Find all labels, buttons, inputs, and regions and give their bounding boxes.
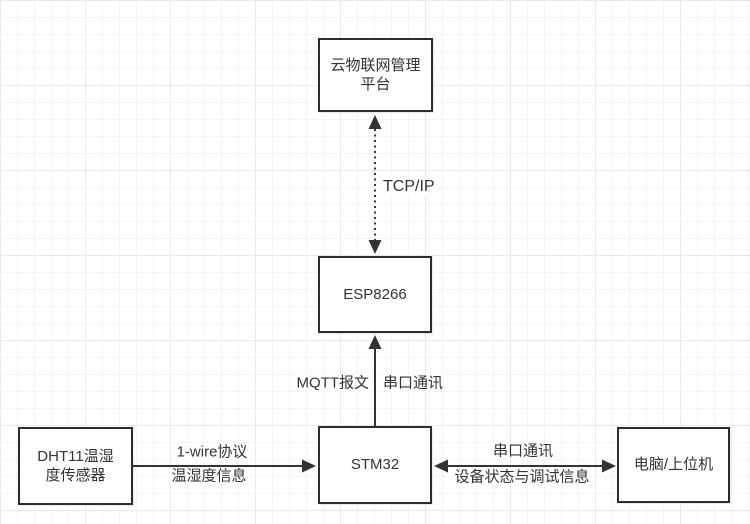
edge-label-mqtt: MQTT报文	[294, 374, 371, 392]
edge-label-device-status: 设备状态与调试信息	[452, 468, 592, 486]
node-pc-host-label: 电脑/上位机	[633, 456, 714, 474]
node-stm32: STM32	[318, 426, 432, 504]
node-esp8266-label: ESP8266	[343, 285, 407, 303]
arrowhead-up-icon	[368, 115, 382, 129]
edge-cloud-esp8266	[368, 115, 382, 254]
edge-label-tcpip: TCP/IP	[381, 177, 437, 197]
edge-label-serial-up: 串口通讯	[381, 374, 446, 392]
node-pc-host: 电脑/上位机	[617, 427, 730, 503]
edge-dht11-stm32	[133, 459, 316, 473]
node-esp8266: ESP8266	[318, 256, 432, 333]
arrowhead-right-icon	[602, 459, 616, 473]
edge-label-1wire: 1-wire协议	[174, 443, 250, 461]
node-stm32-label: STM32	[350, 456, 400, 474]
arrowhead-left-icon	[434, 459, 448, 473]
arrowhead-right-icon	[302, 459, 316, 473]
arrowhead-down-icon	[368, 240, 382, 254]
node-dht11-sensor-label: DHT11温湿 度传感器	[37, 447, 114, 485]
node-cloud-platform: 云物联网管理 平台	[318, 38, 433, 112]
edge-stm32-pc	[434, 459, 616, 473]
arrowhead-up-icon	[368, 335, 382, 349]
edge-label-humidity-info: 温湿度信息	[169, 467, 249, 485]
node-cloud-platform-label: 云物联网管理 平台	[330, 56, 421, 94]
edge-label-serial-right: 串口通讯	[490, 442, 556, 460]
edge-stm32-esp8266	[368, 335, 382, 426]
node-dht11-sensor: DHT11温湿 度传感器	[18, 427, 133, 505]
